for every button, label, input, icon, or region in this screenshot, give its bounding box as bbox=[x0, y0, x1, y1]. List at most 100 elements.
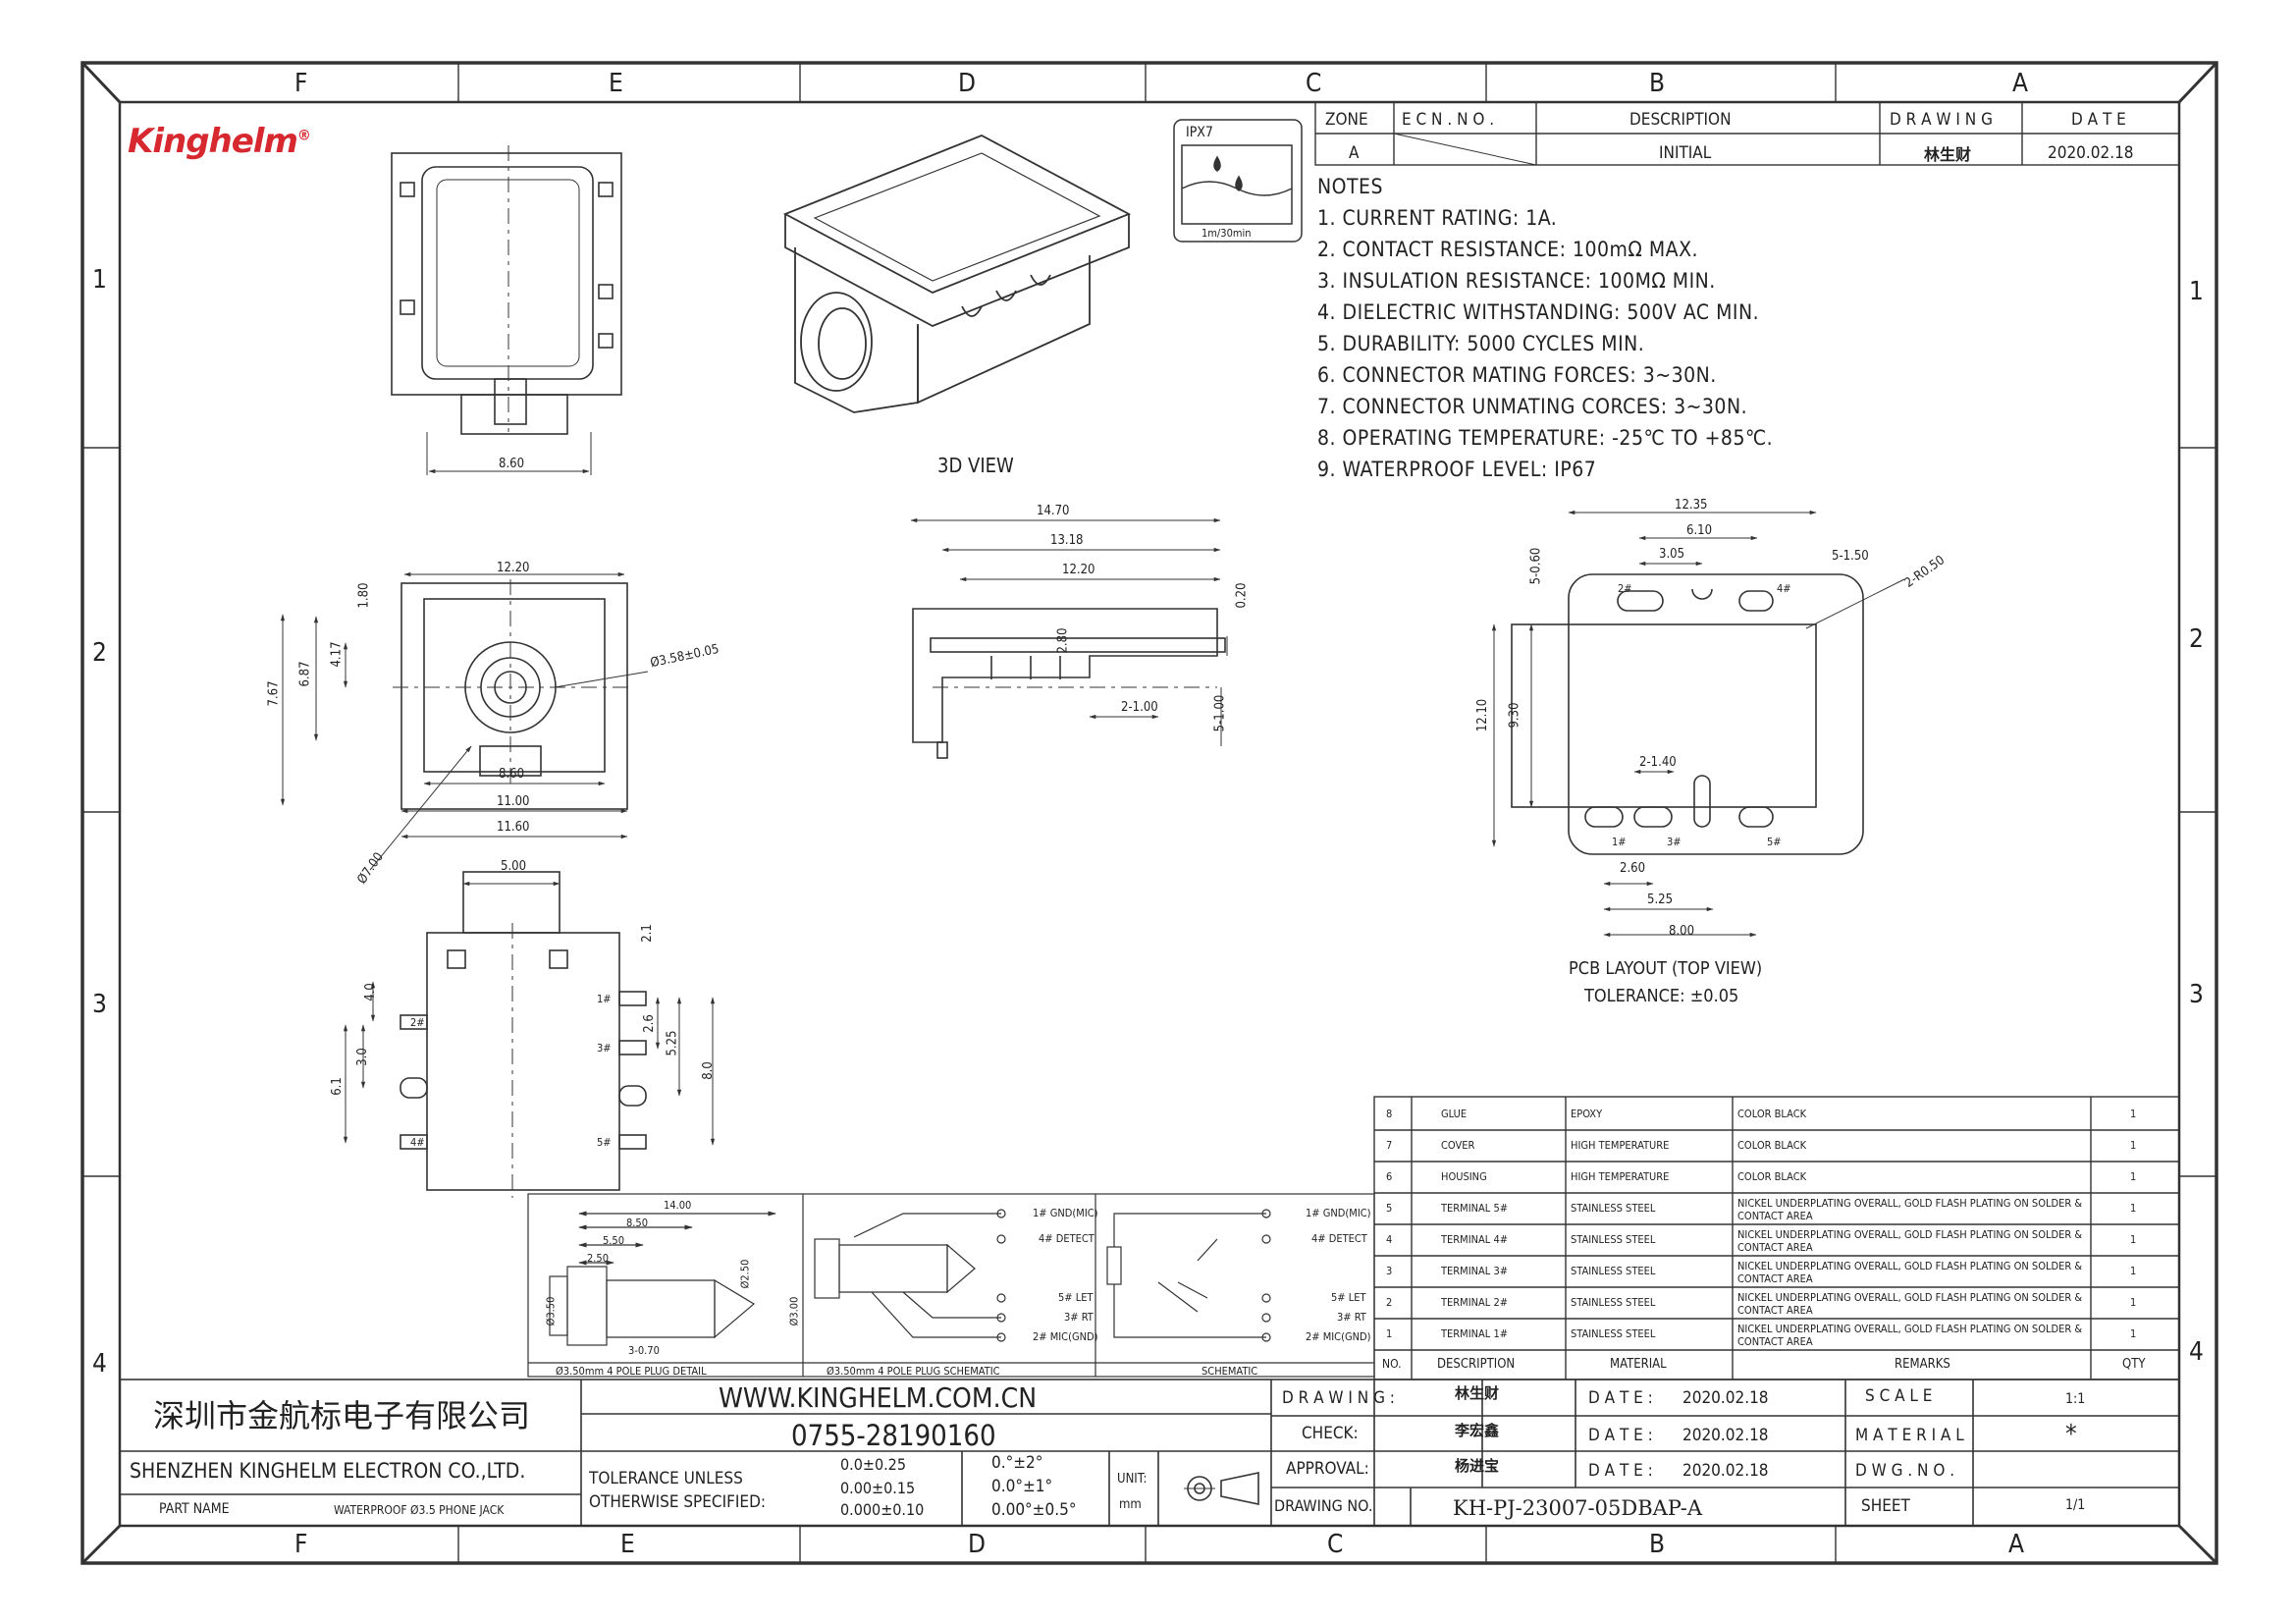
row-left-1: 1 bbox=[92, 265, 107, 295]
note-4: 4. DIELECTRIC WITHSTANDING: 500V AC MIN. bbox=[1317, 300, 1760, 324]
unit-label: UNIT: bbox=[1117, 1472, 1148, 1487]
dim-bot-5-00: 5.00 bbox=[501, 859, 527, 874]
bom-remarks-header: REMARKS bbox=[1895, 1357, 1950, 1372]
material-value: * bbox=[2065, 1420, 2077, 1449]
bom-material: HIGH TEMPERATURE bbox=[1571, 1170, 1670, 1183]
jack-sch-detect: 4# DETECT bbox=[1311, 1232, 1367, 1245]
note-3: 3. INSULATION RESISTANCE: 100MΩ MIN. bbox=[1317, 269, 1716, 293]
dim-side-13-18: 13.18 bbox=[1050, 533, 1084, 548]
bom-qty: 1 bbox=[2130, 1327, 2137, 1340]
dim-pcb-2-60: 2.60 bbox=[1620, 861, 1646, 876]
bom-no: 1 bbox=[1386, 1327, 1393, 1340]
col-top-a: A bbox=[2012, 69, 2028, 98]
bom-material-header: MATERIAL bbox=[1610, 1357, 1667, 1372]
bom-qty-header: QTY bbox=[2122, 1357, 2146, 1372]
bom-no: 6 bbox=[1386, 1170, 1393, 1183]
date-value-1: 2020.02.18 bbox=[1682, 1388, 1769, 1408]
bom-material: EPOXY bbox=[1571, 1108, 1603, 1120]
plug-section bbox=[527, 1193, 1375, 1378]
dim-pcb-12-10: 12.10 bbox=[1475, 698, 1491, 732]
ipx-depth: 1m/30min bbox=[1201, 227, 1252, 240]
pcb-pin-5: 5# bbox=[1767, 836, 1782, 848]
check-name: 李宏鑫 bbox=[1455, 1422, 1500, 1439]
dim-plug-14: 14.00 bbox=[664, 1199, 692, 1212]
dim-side-5-100: 5-1.00 bbox=[1212, 694, 1228, 732]
pcb-pin-2: 2# bbox=[1618, 582, 1632, 595]
row-left-3: 3 bbox=[92, 990, 107, 1019]
col-top-c: C bbox=[1306, 69, 1322, 98]
3d-view bbox=[782, 135, 1132, 413]
note-5: 5. DURABILITY: 5000 CYCLES MIN. bbox=[1317, 332, 1645, 355]
dim-side-0-20: 0.20 bbox=[1234, 582, 1250, 609]
website: WWW.KINGHELM.COM.CN bbox=[719, 1381, 1038, 1414]
tol-angle-1: 0.°±2° bbox=[991, 1453, 1043, 1473]
dim-plug-2-5: 2.50 bbox=[587, 1252, 610, 1265]
date-label-3: D A T E : bbox=[1588, 1461, 1653, 1481]
revision-table bbox=[1314, 101, 2180, 166]
bom-no: 3 bbox=[1386, 1265, 1393, 1277]
bom-remarks-2: CONTACT AREA bbox=[1737, 1241, 1813, 1254]
dim-plug-d3: Ø3.00 bbox=[787, 1296, 801, 1326]
col-top-d: D bbox=[958, 69, 977, 98]
bom-no-header: NO. bbox=[1382, 1357, 1402, 1371]
dim-bot-6-1: 6.1 bbox=[329, 1077, 345, 1096]
dim-pcb-2-140: 2-1.40 bbox=[1639, 755, 1677, 770]
col-bot-a: A bbox=[2008, 1530, 2024, 1559]
row-left-4: 4 bbox=[92, 1349, 107, 1379]
pcb-tolerance: TOLERANCE: ±0.05 bbox=[1584, 986, 1739, 1006]
dim-pcb-3-05: 3.05 bbox=[1659, 547, 1685, 562]
dim-bot-4-0: 4.0 bbox=[362, 983, 378, 1001]
rev-zone-header: ZONE bbox=[1325, 110, 1368, 130]
bom-remarks: COLOR BLACK bbox=[1737, 1170, 1807, 1183]
tol-angle-3: 0.00°±0.5° bbox=[991, 1500, 1077, 1520]
front-view bbox=[280, 571, 649, 871]
scale-value: 1:1 bbox=[2065, 1391, 2086, 1407]
bom-remarks: NICKEL UNDERPLATING OVERALL, GOLD FLASH … bbox=[1737, 1291, 2083, 1304]
ipx7-icon bbox=[1173, 119, 1303, 243]
tol-linear-3: 0.000±0.10 bbox=[840, 1500, 925, 1519]
view-3d-title: 3D VIEW bbox=[937, 454, 1014, 477]
plug-sch-mic: 2# MIC(GND) bbox=[1033, 1330, 1098, 1343]
part-name: WATERPROOF Ø3.5 PHONE JACK bbox=[334, 1503, 505, 1517]
plug-detail-title: Ø3.50mm 4 POLE PLUG DETAIL bbox=[556, 1365, 707, 1378]
dwg-no-label: D W G . N O . bbox=[1855, 1461, 1955, 1481]
rev-desc-header: DESCRIPTION bbox=[1629, 110, 1732, 130]
note-8: 8. OPERATING TEMPERATURE: -25℃ TO +85℃. bbox=[1317, 426, 1774, 450]
pcb-pin-4: 4# bbox=[1777, 582, 1791, 595]
dim-pcb-5-150: 5-1.50 bbox=[1832, 549, 1869, 564]
date-value-2: 2020.02.18 bbox=[1682, 1426, 1769, 1445]
dim-side-2-80: 2.80 bbox=[1055, 627, 1071, 654]
pin-4-label: 4# bbox=[410, 1136, 425, 1149]
plug-sch-gnd: 1# GND(MIC) bbox=[1033, 1207, 1098, 1219]
bom-no: 2 bbox=[1386, 1296, 1393, 1309]
jack-sch-mic: 2# MIC(GND) bbox=[1306, 1330, 1371, 1343]
bom-remarks-2: CONTACT AREA bbox=[1737, 1210, 1813, 1222]
bom-desc-header: DESCRIPTION bbox=[1437, 1357, 1516, 1372]
company-en: SHENZHEN KINGHELM ELECTRON CO.,LTD. bbox=[130, 1459, 526, 1483]
pin-1-label: 1# bbox=[597, 993, 612, 1005]
pcb-layout bbox=[1491, 510, 1905, 938]
dim-bot-8-0: 8.0 bbox=[700, 1061, 716, 1080]
bom-description: TERMINAL 5# bbox=[1441, 1202, 1509, 1215]
dim-side-14-70: 14.70 bbox=[1037, 504, 1070, 518]
bom-remarks-2: CONTACT AREA bbox=[1737, 1304, 1813, 1317]
bom-remarks-2: CONTACT AREA bbox=[1737, 1335, 1813, 1348]
dim-pcb-8-00: 8.00 bbox=[1669, 924, 1695, 939]
unit-value: mm bbox=[1119, 1497, 1142, 1512]
date-label-1: D A T E : bbox=[1588, 1388, 1653, 1408]
rev-date-header: D A T E bbox=[2071, 110, 2126, 130]
dim-top-width: 8.60 bbox=[499, 457, 525, 471]
col-bot-f: F bbox=[294, 1530, 308, 1559]
dim-side-12-20: 12.20 bbox=[1062, 563, 1095, 577]
pcb-pin-3: 3# bbox=[1667, 836, 1682, 848]
dim-plug-8-5: 8.50 bbox=[626, 1217, 649, 1229]
bom-qty: 1 bbox=[2130, 1170, 2137, 1183]
bom-qty: 1 bbox=[2130, 1108, 2137, 1120]
dim-pcb-9-30: 9.30 bbox=[1507, 702, 1522, 729]
pin-3-label: 3# bbox=[597, 1042, 612, 1055]
rev-drawing: 林生财 bbox=[1924, 145, 1972, 164]
dim-plug-3-070: 3-0.70 bbox=[628, 1344, 660, 1357]
row-right-3: 3 bbox=[2189, 980, 2204, 1009]
row-right-4: 4 bbox=[2189, 1337, 2204, 1367]
